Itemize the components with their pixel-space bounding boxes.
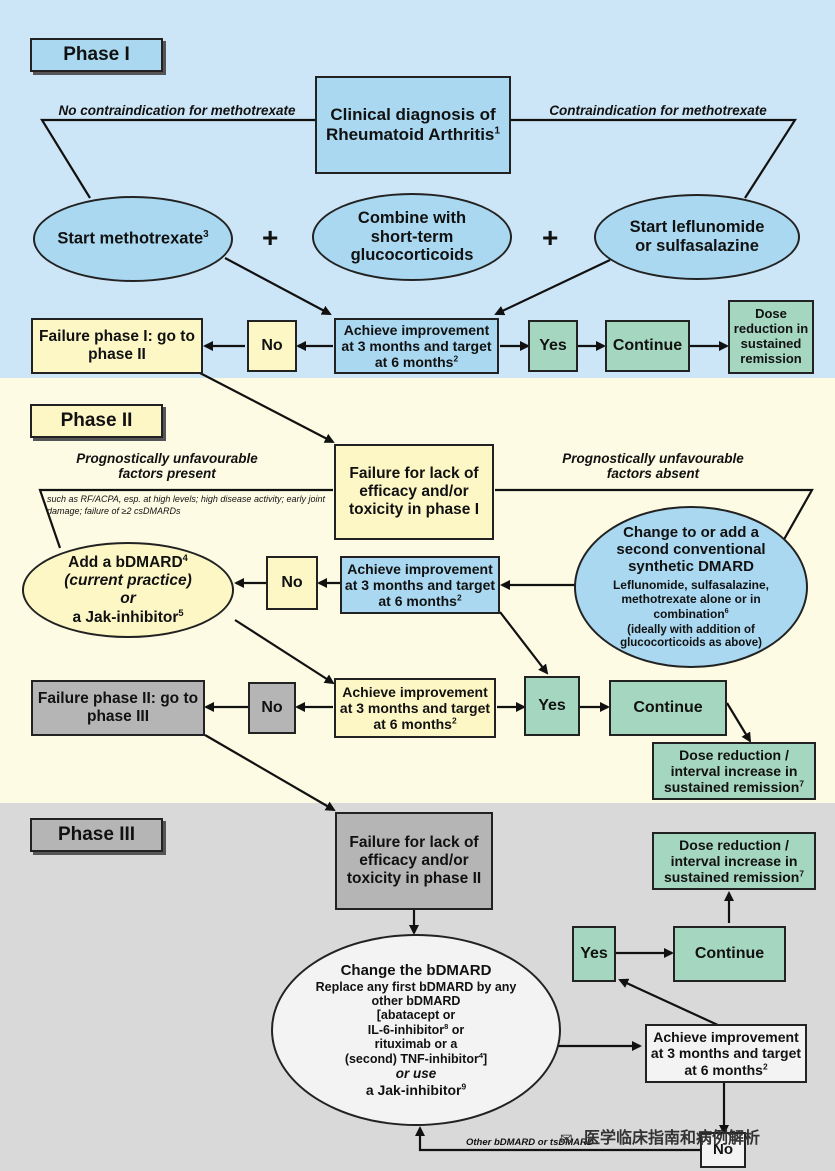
- yes-box-phase1: Yes: [528, 320, 578, 372]
- change-second-csdmard-ellipse: Change to or add a second conventional s…: [574, 506, 808, 668]
- arrow-add-achieve2: [234, 619, 335, 685]
- watermark-text: ✉医学临床指南和病例解析: [560, 1130, 761, 1148]
- achieve-improvement-phase1: Achieve improvement at 3 months and targ…: [334, 318, 499, 374]
- wechat-icon: ✉: [560, 1130, 573, 1148]
- line-unfav-present: [38, 488, 333, 549]
- yes-box-phase3: Yes: [572, 926, 616, 982]
- dose-reduction-phase3: Dose reduction / interval increase in su…: [652, 832, 816, 890]
- arrow-mtx-achieve: [224, 257, 332, 315]
- line-contra: [510, 118, 798, 199]
- arrow-lef-achieve: [494, 259, 611, 316]
- change-bdmard-ellipse: Change the bDMARD Replace any first bDMA…: [271, 934, 561, 1126]
- arrow-phase2-to-phase3: [204, 734, 336, 812]
- failure-lack-efficacy-phase2-box: Failure for lack of efficacy and/or toxi…: [335, 812, 493, 910]
- add-bdmard-ellipse: Add a bDMARD4 (current practice) or a Ja…: [22, 542, 234, 638]
- achieve-improvement-phase3: Achieve improvement at 3 months and targ…: [645, 1024, 807, 1083]
- phase1-title: Phase I: [30, 38, 163, 72]
- yes-box-phase2: Yes: [524, 676, 580, 736]
- achieve-improvement-phase2b: Achieve improvement at 3 months and targ…: [334, 678, 496, 738]
- line-unfav-absent: [495, 488, 814, 544]
- no-contraindication-label: No contraindication for methotrexate: [58, 103, 296, 118]
- combine-glucocorticoids-ellipse: Combine with short-term glucocorticoids: [312, 193, 512, 281]
- arrow-no-loop-back: [415, 1126, 700, 1152]
- phase3-title: Phase III: [30, 818, 163, 852]
- continue-box-phase1: Continue: [605, 320, 690, 372]
- failure-lack-efficacy-phase1-box: Failure for lack of efficacy and/or toxi…: [334, 444, 494, 540]
- contraindication-label: Contraindication for methotrexate: [549, 103, 767, 118]
- no-box-phase1: No: [247, 320, 297, 372]
- unfavourable-present-label: Prognostically unfavourable factors pres…: [76, 451, 258, 481]
- plus-sign-1: +: [262, 222, 279, 253]
- arrow-achieve3-yes: [618, 978, 721, 1027]
- dose-reduction-phase2: Dose reduction / interval increase in su…: [652, 742, 816, 800]
- no-box-phase2b: No: [248, 682, 296, 734]
- arrow-achieve-yes-p2: [499, 611, 549, 675]
- failure-phase1-box: Failure phase I: go to phase II: [31, 318, 203, 374]
- achieve-improvement-phase2a: Achieve improvement at 3 months and targ…: [340, 556, 500, 614]
- continue-box-phase3: Continue: [673, 926, 786, 982]
- arrow-continue2-dose: [726, 702, 752, 743]
- factors-note: such as RF/ACPA, esp. at high levels; hi…: [47, 494, 325, 516]
- other-bdmard-note: Other bDMARD or tsDMARD: [466, 1137, 594, 1148]
- arrow-phase1-to-phase2: [199, 372, 335, 443]
- failure-phase2-box: Failure phase II: go to phase III: [31, 680, 205, 736]
- continue-box-phase2: Continue: [609, 680, 727, 736]
- plus-sign-2: +: [542, 222, 559, 253]
- unfavourable-absent-label: Prognostically unfavourable factors abse…: [562, 451, 744, 481]
- start-methotrexate-ellipse: Start methotrexate3: [33, 196, 233, 282]
- start-leflunomide-ellipse: Start leflunomide or sulfasalazine: [594, 194, 800, 280]
- line-no-contra: [40, 118, 315, 199]
- clinical-diagnosis-box: Clinical diagnosis of Rheumatoid Arthrit…: [315, 76, 511, 174]
- no-box-phase2a: No: [266, 556, 318, 610]
- phase2-title: Phase II: [30, 404, 163, 438]
- dose-reduction-phase1: Dose reduction in sustained remission: [728, 300, 814, 374]
